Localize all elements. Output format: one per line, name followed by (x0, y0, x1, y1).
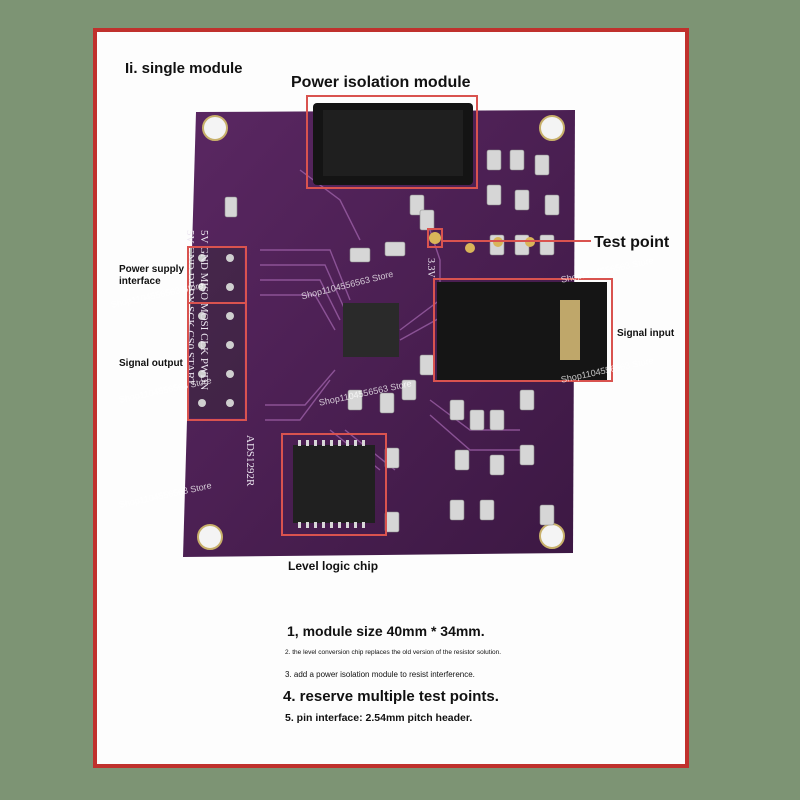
section-title: Ii. single module (125, 60, 243, 77)
spec-line: 1, module size 40mm * 34mm. (287, 623, 485, 639)
callout-level-logic: Level logic chip (288, 559, 379, 573)
spec-line: 5. pin interface: 2.54mm pitch header. (285, 712, 473, 724)
power-supply-box (187, 246, 247, 304)
test-point-pad (429, 232, 441, 244)
mounting-hole (539, 523, 565, 549)
spec-line: 4. reserve multiple test points. (283, 688, 499, 705)
mounting-hole (197, 524, 223, 550)
silk-voltage: 3.3V (425, 258, 436, 278)
test-point-pad (525, 237, 535, 247)
test-point-line (443, 240, 591, 242)
test-point-pad (493, 237, 503, 247)
signal-input-box (433, 278, 613, 382)
test-point-box (427, 228, 443, 248)
spec-line: 3. add a power isolation module to resis… (285, 670, 475, 679)
level-logic-ic (293, 445, 375, 523)
power-isolation-box (306, 95, 478, 189)
spec-line: 2. the level conversion chip replaces th… (285, 649, 502, 656)
level-logic-box (281, 433, 387, 536)
callout-signal-output: Signal output (119, 358, 183, 369)
mounting-hole (202, 115, 228, 141)
silk-model: ADS1292R (244, 435, 256, 487)
callout-power-isolation: Power isolation module (291, 74, 471, 91)
mounting-hole (539, 115, 565, 141)
signal-output-box (187, 302, 247, 421)
callout-power-supply: Power supply interface (119, 264, 185, 287)
adc-chip (343, 303, 399, 357)
test-point-pad (465, 243, 475, 253)
pin-header (190, 248, 244, 418)
callout-test-point: Test point (594, 234, 670, 251)
callout-signal-input: Signal input (617, 328, 675, 339)
